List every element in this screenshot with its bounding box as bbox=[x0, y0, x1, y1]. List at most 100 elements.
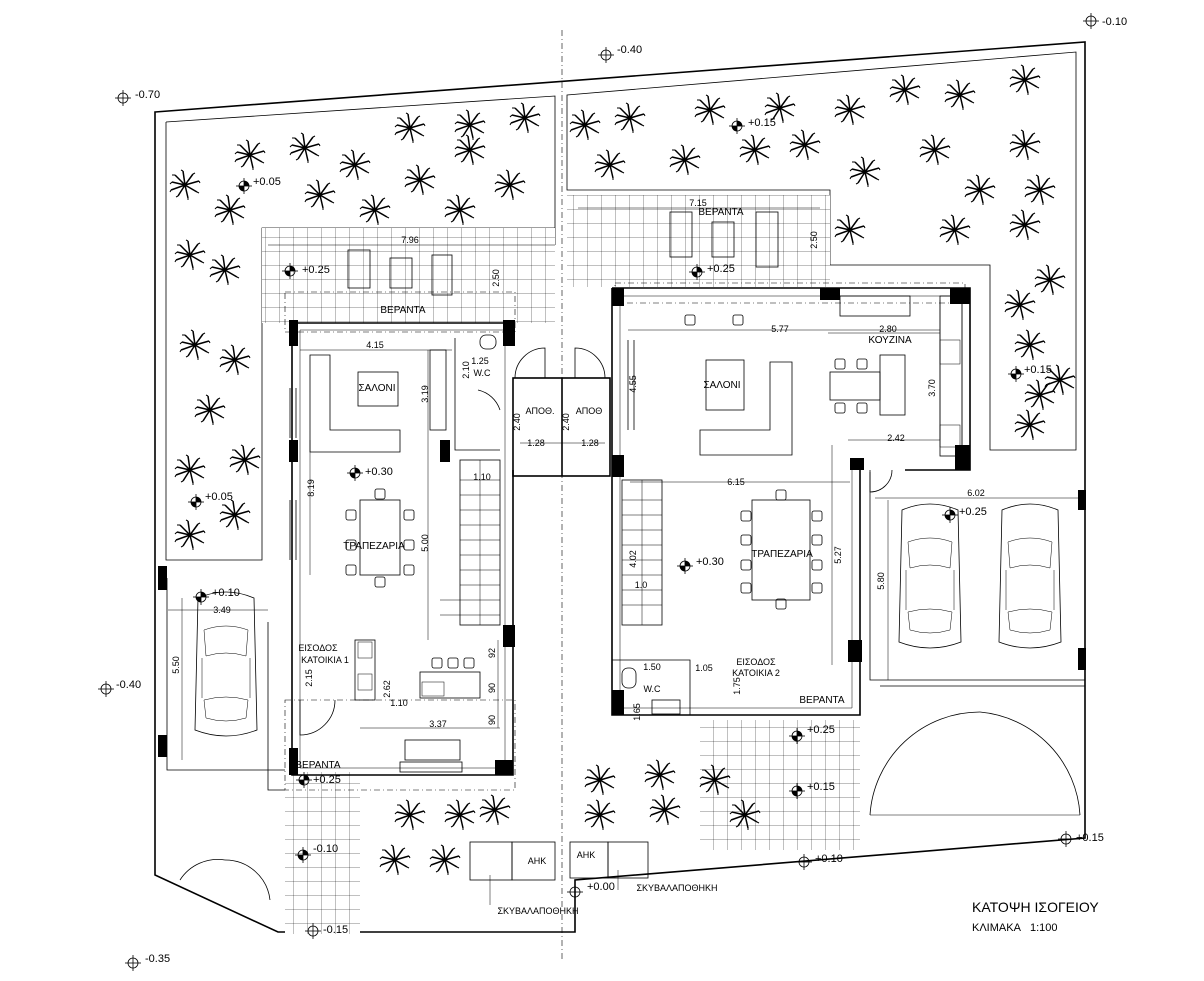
dimension-label: 4.02 bbox=[628, 550, 638, 568]
level-label: -0.15 bbox=[323, 924, 348, 936]
utility-boxes bbox=[469, 841, 649, 905]
dimension-label: 5.00 bbox=[420, 534, 430, 552]
dimension-label: 1.10 bbox=[390, 698, 408, 708]
level-label: +0.15 bbox=[748, 117, 776, 129]
room-label: ΣΚΥΒΑΛΑΠΟΘΗΚΗ bbox=[497, 906, 578, 916]
level-label: +0.30 bbox=[365, 466, 393, 478]
title-block: ΚΑΤΟΨΗ ΙΣΟΓΕΙΟΥ ΚΛΙΜΑΚΑ 1:100 bbox=[972, 899, 1099, 934]
parking bbox=[158, 472, 1086, 901]
room-label: ΒΕΡΑΝΤΑ bbox=[295, 760, 341, 771]
dimension-label: 3.49 bbox=[213, 605, 231, 615]
room-label: ΤΡΑΠΕΖΑΡΙΑ bbox=[343, 541, 405, 552]
level-label: +0.10 bbox=[212, 587, 240, 599]
dimension-label: 2.40 bbox=[512, 413, 522, 431]
dimension-labels: 7.96 2.50 7.15 2.50 4.15 1.25 2.10 3.19 … bbox=[171, 198, 985, 729]
level-label: +0.25 bbox=[302, 264, 330, 276]
level-label: +0.15 bbox=[1076, 832, 1104, 844]
dimension-label: 1.0 bbox=[635, 580, 648, 590]
level-label: +0.25 bbox=[707, 263, 735, 275]
room-label: ΑΗΚ bbox=[577, 850, 596, 860]
level-label: +0.00 bbox=[587, 881, 615, 893]
dimension-label: 1.75 bbox=[732, 677, 742, 695]
level-label: +0.15 bbox=[807, 781, 835, 793]
dimension-label: 3.37 bbox=[429, 719, 447, 729]
room-label: ΑΗΚ bbox=[528, 856, 547, 866]
dimension-label: 2.42 bbox=[887, 433, 905, 443]
level-markers: -0.10 -0.40 -0.70 +0.05 +0.15 +0.25 +0.2… bbox=[97, 12, 1127, 972]
level-label: +0.25 bbox=[959, 506, 987, 518]
house-1-stair bbox=[440, 459, 501, 626]
level-label: +0.25 bbox=[313, 774, 341, 786]
dimension-label: 1.25 bbox=[471, 356, 489, 366]
scale-label: ΚΛΙΜΑΚΑ bbox=[972, 922, 1022, 934]
dimension-label: 2.62 bbox=[382, 680, 392, 698]
dimension-label: 6.15 bbox=[727, 477, 745, 487]
paving bbox=[262, 195, 860, 934]
level-label: +0.15 bbox=[1024, 364, 1052, 376]
dimension-label: 2.50 bbox=[809, 231, 819, 249]
room-label: ΚΑΤΟΙΚΙΑ 1 bbox=[301, 655, 349, 665]
dimension-label: 5.77 bbox=[771, 324, 789, 334]
dimension-label: 1.05 bbox=[695, 663, 713, 673]
dimension-label: 7.15 bbox=[689, 198, 707, 208]
dimension-label: 2.50 bbox=[491, 269, 501, 287]
dimension-label: 90 bbox=[487, 715, 497, 725]
room-label: W.C bbox=[644, 684, 661, 694]
level-label: +0.25 bbox=[807, 724, 835, 736]
room-label: ΤΡΑΠΕΖΑΡΙΑ bbox=[751, 549, 813, 560]
house-2-walls bbox=[611, 287, 971, 716]
room-label: ΚΟΥΖΙΝΑ bbox=[868, 335, 912, 346]
house-2-stair bbox=[612, 479, 691, 715]
dimension-label: 3.19 bbox=[420, 385, 430, 403]
dimension-label: 6.02 bbox=[967, 488, 985, 498]
dimension-label: 3.70 bbox=[927, 379, 937, 397]
dimension-label: 2.40 bbox=[561, 413, 571, 431]
dimension-label: 1.65 bbox=[632, 703, 642, 721]
level-label: -0.10 bbox=[313, 843, 338, 855]
dimension-label: 7.96 bbox=[401, 235, 419, 245]
dimension-label: 2.80 bbox=[879, 324, 897, 334]
dimension-label: 4.55 bbox=[628, 375, 638, 393]
level-label: -0.35 bbox=[145, 953, 170, 965]
dimension-label: 90 bbox=[487, 683, 497, 693]
room-labels: ΒΕΡΑΝΤΑ ΒΕΡΑΝΤΑ ΒΕΡΑΝΤΑ ΒΕΡΑΝΤΑ ΣΑΛΟΝΙ Σ… bbox=[295, 207, 912, 916]
room-label: ΒΕΡΑΝΤΑ bbox=[799, 695, 845, 706]
dimension-label: 2.10 bbox=[461, 361, 471, 379]
scale-value: 1:100 bbox=[1030, 922, 1058, 934]
dimension-label: 5.27 bbox=[833, 546, 843, 564]
room-label: ΑΠΟΘ. bbox=[525, 406, 554, 416]
drawing-title: ΚΑΤΟΨΗ ΙΣΟΓΕΙΟΥ bbox=[972, 899, 1099, 915]
dimension-label: 92 bbox=[487, 648, 497, 658]
storage-rooms bbox=[512, 347, 611, 477]
level-label: +0.10 bbox=[815, 853, 843, 865]
level-label: -0.70 bbox=[135, 89, 160, 101]
dimension-label: 1.28 bbox=[527, 438, 545, 448]
room-label: ΒΕΡΑΝΤΑ bbox=[380, 305, 426, 316]
dimension-label: 8.19 bbox=[306, 479, 316, 497]
room-label: ΣΚΥΒΑΛΑΠΟΘΗΚΗ bbox=[636, 883, 717, 893]
level-label: -0.40 bbox=[617, 44, 642, 56]
room-label: ΣΑΛΟΝΙ bbox=[703, 380, 740, 391]
dimension-label: 1.28 bbox=[581, 438, 599, 448]
level-label: +0.30 bbox=[696, 556, 724, 568]
room-label: ΒΕΡΑΝΤΑ bbox=[698, 207, 744, 218]
dimension-lines bbox=[168, 207, 1080, 791]
dimension-label: 5.50 bbox=[171, 656, 181, 674]
dimension-label: 5.80 bbox=[876, 572, 886, 590]
room-label: ΣΑΛΟΝΙ bbox=[358, 383, 395, 394]
room-label: ΕΙΣΟΔΟΣ bbox=[736, 657, 776, 667]
house-2-furniture bbox=[669, 211, 868, 610]
level-label: +0.05 bbox=[205, 491, 233, 503]
room-label: ΑΠΟΘ bbox=[576, 406, 603, 416]
level-label: -0.10 bbox=[1102, 16, 1127, 28]
dimension-label: 2.15 bbox=[304, 669, 314, 687]
dimension-label: 1.50 bbox=[643, 662, 661, 672]
room-label: W.C bbox=[474, 368, 491, 378]
room-label: ΕΙΣΟΔΟΣ bbox=[298, 643, 338, 653]
dimension-label: 4.15 bbox=[366, 340, 384, 350]
level-label: +0.05 bbox=[253, 176, 281, 188]
house-2-kitchen bbox=[829, 295, 963, 457]
room-label: ΚΑΤΟΙΚΙΑ 2 bbox=[732, 668, 780, 678]
level-label: -0.40 bbox=[116, 679, 141, 691]
